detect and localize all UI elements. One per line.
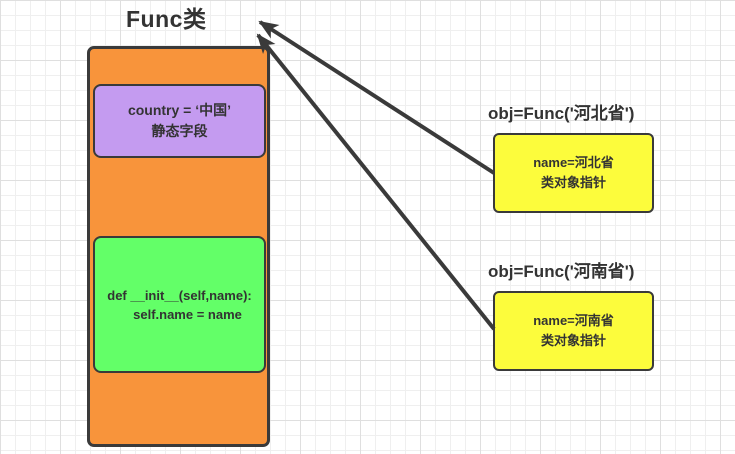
- obj1-name: name=河北省: [533, 155, 614, 170]
- static-field-value: country = ‘中国’: [127, 102, 232, 118]
- obj1-box: name=河北省 类对象指针: [493, 133, 654, 213]
- init-method-box: def __init__(self,name): self.name = nam…: [93, 236, 266, 373]
- pointer-arrows: [256, 20, 496, 331]
- static-field-box: country = ‘中国’ 静态字段: [93, 84, 266, 158]
- obj2-pointer-caption: 类对象指针: [540, 333, 606, 348]
- static-field-caption: 静态字段: [151, 123, 208, 139]
- obj2-box: name=河南省 类对象指针: [493, 291, 654, 371]
- obj2-name: name=河南省: [533, 313, 614, 328]
- obj1-label: obj=Func('河北省'): [488, 104, 635, 123]
- init-method-signature: def __init__(self,name):: [107, 287, 252, 303]
- pointer-arrow: [256, 33, 496, 331]
- init-method-body: self.name = name: [133, 306, 242, 322]
- class-title: Func类: [126, 6, 207, 32]
- pointer-arrow: [258, 20, 496, 175]
- obj1-pointer-caption: 类对象指针: [540, 175, 606, 190]
- obj2-label: obj=Func('河南省'): [488, 262, 635, 281]
